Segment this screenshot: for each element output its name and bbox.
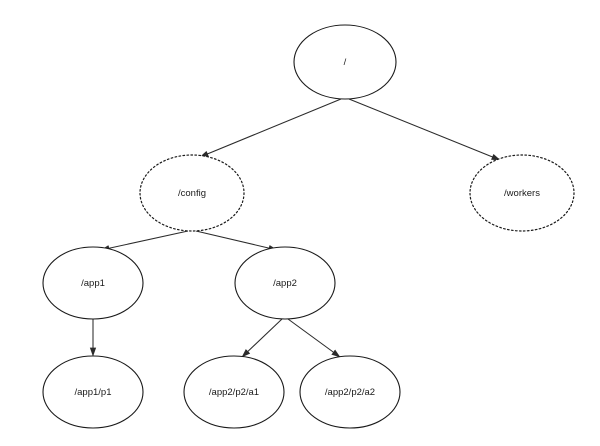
edges-group	[89, 98, 501, 358]
node-app1[interactable]: /app1	[42, 246, 144, 320]
node-shape-app1	[42, 246, 144, 320]
node-app2p2a2[interactable]: /app2/p2/a2	[299, 355, 401, 429]
node-label-app1p1: /app1/p1	[75, 387, 112, 398]
node-shape-workers	[469, 154, 575, 232]
node-app2p2a1[interactable]: /app2/p2/a1	[183, 355, 285, 429]
edge-app2-to-app2p2a1	[241, 318, 283, 358]
node-shape-root	[293, 24, 397, 100]
edge-config-to-app2	[195, 230, 278, 252]
edge-root-to-workers	[348, 98, 501, 161]
nodes-group: / /config/workers/app1/app2/app1/p1/app2/…	[42, 24, 575, 429]
node-app2[interactable]: /app2	[234, 246, 336, 320]
node-shape-app2p2a2	[299, 355, 401, 429]
node-label-app2p2a2: /app2/p2/a2	[325, 387, 375, 398]
node-app1p1[interactable]: /app1/p1	[42, 355, 144, 429]
node-label-app2p2a1: /app2/p2/a1	[209, 387, 259, 398]
node-shape-app1p1	[42, 355, 144, 429]
node-label-root: /	[344, 57, 347, 68]
node-config[interactable]: /config	[139, 154, 245, 232]
node-label-config: /config	[178, 188, 206, 199]
node-shape-config	[139, 154, 245, 232]
node-label-workers: /workers	[504, 188, 540, 199]
edge-root-to-config	[199, 98, 342, 158]
node-workers[interactable]: /workers	[469, 154, 575, 232]
edge-app2-to-app2p2a2	[287, 318, 341, 358]
node-label-app1: /app1	[81, 278, 105, 289]
edge-config-to-app1	[100, 230, 189, 252]
node-shape-app2	[234, 246, 336, 320]
node-root[interactable]: /	[293, 24, 397, 100]
node-shape-app2p2a1	[183, 355, 285, 429]
node-label-app2: /app2	[273, 278, 297, 289]
